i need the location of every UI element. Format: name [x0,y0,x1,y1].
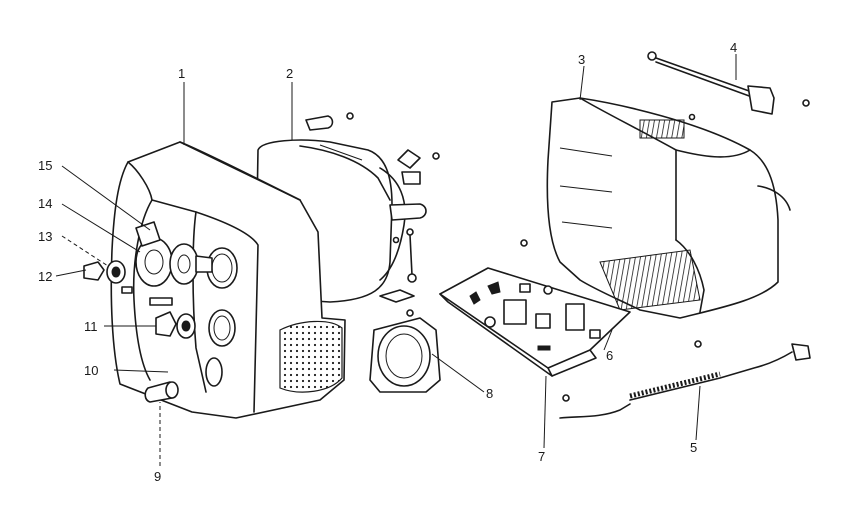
callout-6: 6 [606,348,613,363]
tuner-dials [83,221,213,294]
leader-lines [55,54,737,466]
volume-knob [149,297,196,339]
callout-1: 1 [178,66,185,81]
rear-cabinet [546,97,791,319]
antenna [647,51,810,121]
callout-14: 14 [38,196,52,211]
tube-brackets [305,112,440,303]
front-cabinet [110,141,346,419]
power-cord [520,239,811,419]
callout-9: 9 [154,469,161,484]
callout-5: 5 [690,440,697,455]
callout-2: 2 [286,66,293,81]
callout-11: 11 [84,319,98,334]
chassis-board [439,267,631,377]
callout-7: 7 [538,449,545,464]
callout-15: 15 [38,158,52,173]
callout-10: 10 [84,363,98,378]
speaker [369,309,441,393]
callout-3: 3 [578,52,585,67]
callout-8: 8 [486,386,493,401]
callout-13: 13 [38,229,52,244]
callout-4: 4 [730,40,737,55]
callout-12: 12 [38,269,52,284]
callout-labels: 1 2 3 4 5 6 7 8 9 10 11 12 13 14 15 [38,40,737,484]
foot [144,381,179,403]
